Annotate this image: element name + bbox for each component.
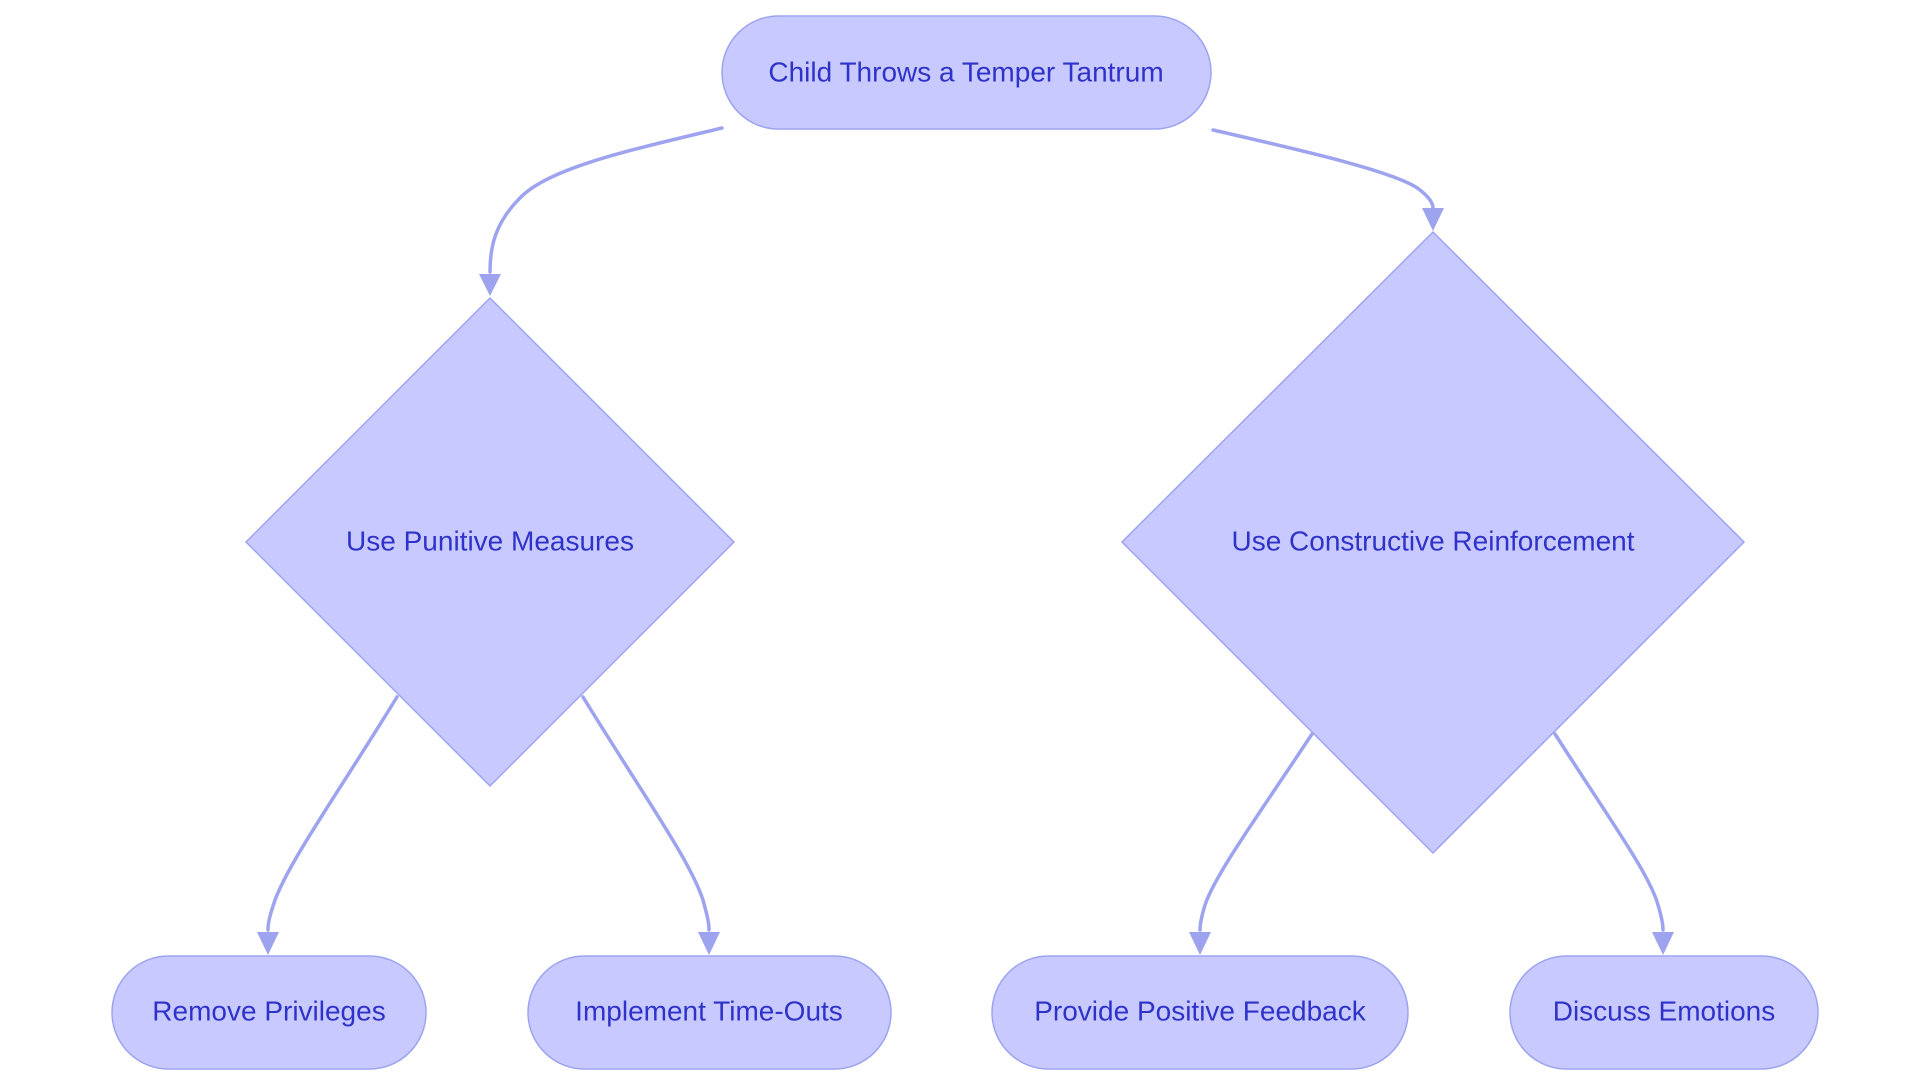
node-constructive-label: Use Constructive Reinforcement [1231, 526, 1634, 557]
edge-constructive-to-positive-feedback [1189, 732, 1314, 955]
node-punitive-label: Use Punitive Measures [346, 526, 634, 557]
node-time-outs-shape [527, 955, 892, 1070]
node-punitive-shape [244, 296, 736, 788]
nodes: Child Throws a Temper Tantrum Use Puniti… [111, 15, 1819, 1070]
node-positive-feedback-shape [991, 955, 1409, 1070]
arrowhead-icon [1189, 932, 1211, 955]
edge-start-to-constructive [1211, 128, 1444, 231]
node-time-outs: Implement Time-Outs [527, 955, 892, 1070]
node-start: Child Throws a Temper Tantrum [721, 15, 1212, 130]
edge-start-to-punitive [479, 126, 724, 296]
arrowhead-icon [479, 274, 501, 296]
arrowhead-icon [698, 932, 720, 955]
arrowhead-icon [1652, 932, 1674, 955]
node-constructive-shape [1120, 230, 1746, 855]
edge-punitive-to-time-outs [581, 695, 720, 955]
node-discuss-emotions: Discuss Emotions [1509, 955, 1819, 1070]
node-punitive: Use Punitive Measures [244, 296, 736, 788]
node-time-outs-label: Implement Time-Outs [575, 996, 843, 1027]
node-discuss-emotions-shape [1509, 955, 1819, 1070]
arrowhead-icon [257, 932, 279, 955]
node-remove-privileges-shape [111, 955, 427, 1070]
edge-punitive-to-remove-privileges [257, 695, 399, 955]
node-constructive: Use Constructive Reinforcement [1120, 230, 1746, 855]
node-remove-privileges-label: Remove Privileges [152, 996, 385, 1027]
node-start-label: Child Throws a Temper Tantrum [768, 57, 1163, 88]
node-start-shape [721, 15, 1212, 130]
node-discuss-emotions-label: Discuss Emotions [1553, 996, 1776, 1027]
node-remove-privileges: Remove Privileges [111, 955, 427, 1070]
node-positive-feedback: Provide Positive Feedback [991, 955, 1409, 1070]
edge-constructive-to-discuss-emotions [1553, 732, 1674, 955]
edges [257, 126, 1674, 955]
node-positive-feedback-label: Provide Positive Feedback [1034, 996, 1367, 1027]
arrowhead-icon [1422, 208, 1444, 231]
